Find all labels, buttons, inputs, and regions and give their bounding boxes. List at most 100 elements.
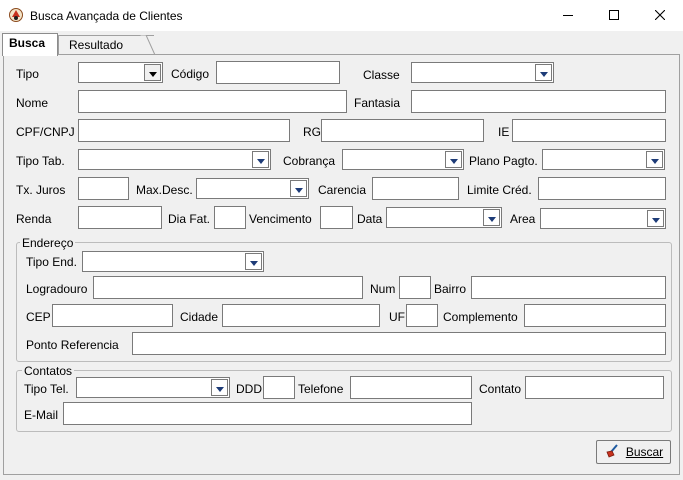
tipo-tel-dropdown-button[interactable]: [211, 379, 228, 396]
tipo-tab-dropdown-button[interactable]: [252, 151, 269, 168]
max-desc-label: Max.Desc.: [136, 183, 193, 197]
chevron-down-icon: [449, 153, 458, 167]
tipo-tel-select[interactable]: [76, 377, 230, 398]
fantasia-label: Fantasia: [354, 96, 401, 110]
tab-strip: Busca Resultado: [0, 31, 683, 56]
limite-cred-input[interactable]: [538, 177, 666, 200]
carencia-input[interactable]: [372, 177, 459, 200]
vencimento-label: Vencimento: [249, 212, 312, 226]
cidade-input[interactable]: [222, 304, 380, 327]
nome-label: Nome: [16, 96, 49, 110]
max-desc-select[interactable]: [196, 178, 309, 199]
buscar-button-label: Buscar: [625, 445, 664, 459]
buscar-button[interactable]: Buscar: [596, 440, 671, 464]
ddd-input[interactable]: [263, 376, 295, 399]
tab-busca[interactable]: Busca: [2, 33, 58, 56]
tab-resultado[interactable]: Resultado: [58, 35, 154, 55]
email-label: E-Mail: [24, 408, 59, 422]
ie-input[interactable]: [512, 119, 666, 142]
dia-fat-input[interactable]: [214, 206, 246, 229]
nome-input[interactable]: [78, 90, 347, 113]
app-icon: [8, 7, 24, 23]
classe-select[interactable]: [411, 62, 554, 83]
renda-label: Renda: [16, 212, 52, 226]
uf-label: UF: [389, 310, 405, 324]
ie-label: IE: [498, 125, 510, 139]
tipo-end-label: Tipo End.: [26, 255, 77, 269]
tipo-tab-select[interactable]: [78, 149, 271, 170]
tipo-select[interactable]: [78, 62, 163, 83]
tipo-label: Tipo: [16, 67, 39, 81]
codigo-input[interactable]: [216, 61, 340, 84]
max-desc-dropdown-button[interactable]: [290, 180, 307, 197]
minimize-button[interactable]: [545, 0, 591, 31]
tipo-end-dropdown-button[interactable]: [245, 253, 262, 270]
area-label: Area: [510, 212, 536, 226]
tipo-end-select[interactable]: [82, 251, 264, 272]
data-picker[interactable]: [386, 207, 502, 228]
tipo-dropdown-button[interactable]: [144, 64, 161, 81]
chevron-down-icon: [294, 182, 303, 196]
num-input[interactable]: [399, 276, 431, 299]
logradouro-input[interactable]: [93, 276, 363, 299]
rg-label: RG: [303, 125, 321, 139]
email-input[interactable]: [63, 402, 472, 425]
area-select[interactable]: [540, 208, 666, 229]
cpf-cnpj-input[interactable]: [78, 119, 290, 142]
tipo-tab-label: Tipo Tab.: [16, 154, 65, 168]
telefone-input[interactable]: [350, 376, 472, 399]
cep-input[interactable]: [52, 304, 173, 327]
carencia-label: Carencia: [318, 183, 367, 197]
tab-resultado-label: Resultado: [69, 38, 124, 52]
maximize-button[interactable]: [591, 0, 637, 31]
complemento-input[interactable]: [524, 304, 666, 327]
chevron-down-icon: [651, 212, 660, 226]
cobranca-select[interactable]: [342, 149, 464, 170]
complemento-label: Complemento: [443, 310, 518, 324]
chevron-down-icon: [249, 255, 258, 269]
cep-label: CEP: [26, 310, 51, 324]
plano-pagto-select[interactable]: [542, 149, 665, 170]
dia-fat-label: Dia Fat.: [168, 212, 211, 226]
chevron-down-icon: [650, 153, 659, 167]
limite-cred-label: Limite Créd.: [467, 183, 532, 197]
cpf-cnpj-label: CPF/CNPJ: [16, 125, 75, 139]
renda-input[interactable]: [78, 206, 162, 229]
bairro-label: Bairro: [434, 282, 467, 296]
data-dropdown-button[interactable]: [483, 209, 500, 226]
uf-input[interactable]: [406, 304, 438, 327]
chevron-down-icon: [256, 153, 265, 167]
chevron-down-icon: [148, 66, 157, 80]
broom-icon: [604, 443, 620, 462]
endereco-group-title: Endereço: [20, 236, 76, 250]
chevron-down-icon: [215, 381, 224, 395]
plano-pagto-label: Plano Pagto.: [469, 154, 538, 168]
bairro-input[interactable]: [471, 276, 666, 299]
cobranca-dropdown-button[interactable]: [445, 151, 462, 168]
cidade-label: Cidade: [180, 310, 219, 324]
classe-label: Classe: [363, 68, 400, 82]
logradouro-label: Logradouro: [26, 282, 88, 296]
contatos-group: [16, 370, 672, 432]
chevron-down-icon: [539, 66, 548, 80]
contato-input[interactable]: [525, 376, 664, 399]
data-label: Data: [357, 212, 383, 226]
close-button[interactable]: [637, 0, 683, 31]
maximize-icon: [609, 9, 619, 23]
tx-juros-input[interactable]: [78, 177, 129, 200]
ponto-referencia-input[interactable]: [132, 332, 666, 355]
area-dropdown-button[interactable]: [647, 210, 664, 227]
contato-label: Contato: [479, 382, 522, 396]
minimize-icon: [563, 9, 573, 23]
num-label: Num: [370, 282, 396, 296]
close-icon: [654, 9, 666, 23]
title-bar: Busca Avançada de Clientes: [0, 0, 683, 31]
classe-dropdown-button[interactable]: [535, 64, 552, 81]
fantasia-input[interactable]: [411, 90, 666, 113]
endereco-group: [16, 242, 672, 362]
cobranca-label: Cobrança: [283, 154, 336, 168]
rg-input[interactable]: [321, 119, 484, 142]
plano-pagto-dropdown-button[interactable]: [646, 151, 663, 168]
window-title: Busca Avançada de Clientes: [30, 9, 183, 23]
vencimento-input[interactable]: [320, 206, 353, 229]
